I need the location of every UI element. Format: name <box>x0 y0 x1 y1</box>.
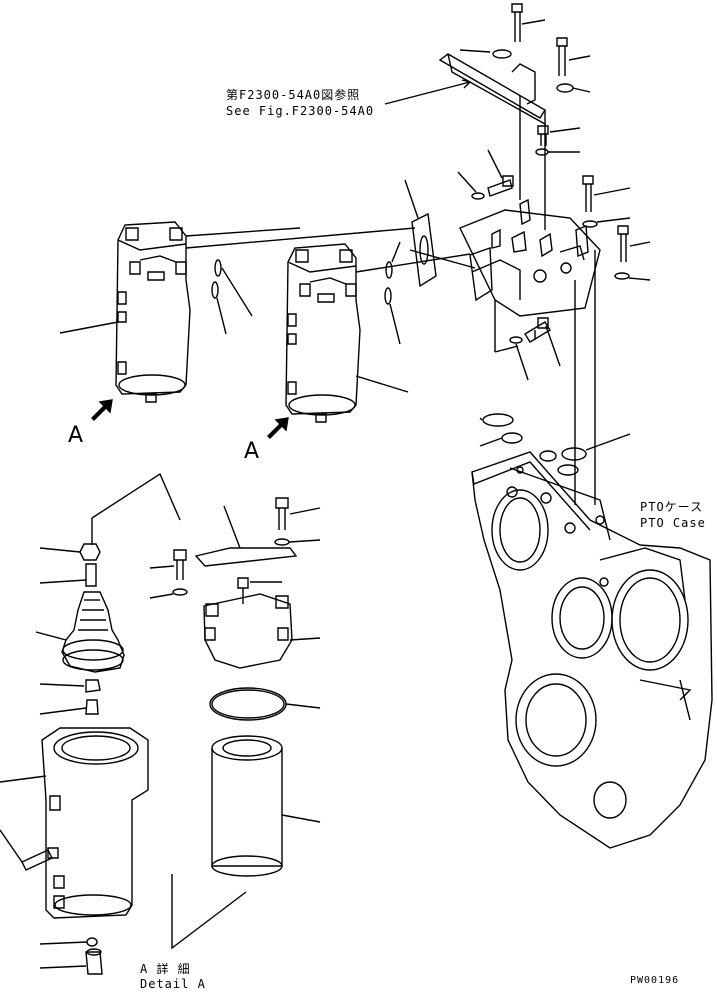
o-ring-1b <box>212 282 226 334</box>
seal-4 <box>562 448 586 460</box>
seal-1 <box>480 414 513 426</box>
filter-head-manifold <box>460 200 600 316</box>
seal-3 <box>540 451 556 461</box>
view-marker-a-1: A <box>68 423 84 448</box>
detail-bottom-washer <box>40 938 97 946</box>
reference-label-en: See Fig.F2300-54A0 <box>226 104 375 118</box>
pto-case <box>472 452 712 848</box>
detail-nut-2 <box>40 680 100 692</box>
detail-filter-case <box>0 728 148 918</box>
detail-a-bracket <box>172 874 246 948</box>
detail-cover-bracket <box>196 506 296 566</box>
seal-2 <box>480 433 522 446</box>
reference-label-jp: 第F2300-54A0図参照 <box>226 88 361 102</box>
filter-assembly-1 <box>60 222 190 402</box>
detail-filter-element <box>212 736 320 876</box>
pto-case-label-jp: PTOケース <box>640 500 704 514</box>
mounting-bracket <box>440 54 545 230</box>
o-ring-2b <box>385 288 400 344</box>
detail-a-label-en: Detail A <box>140 977 206 991</box>
top-bolt-1 <box>512 4 545 42</box>
view-marker-a-2: A <box>244 439 260 464</box>
right-bolt-2 <box>618 226 650 262</box>
o-ring-2a <box>386 242 400 278</box>
small-bolt-1 <box>538 126 580 146</box>
detail-relief-valve <box>36 592 124 672</box>
middle-bolt-2 <box>525 318 560 366</box>
detail-drain-plug <box>40 949 102 974</box>
detail-nut-1 <box>40 544 100 560</box>
detail-bolt-side <box>0 830 58 870</box>
top-bolt-2 <box>557 38 590 76</box>
right-washer-2 <box>615 273 650 280</box>
filter-assembly-2 <box>286 244 408 422</box>
detail-bolt-1 <box>276 498 320 530</box>
right-washer-1 <box>583 218 630 227</box>
seal-5 <box>558 465 578 475</box>
detail-filter-cover <box>204 578 320 668</box>
middle-washer-2 <box>510 337 528 380</box>
drawing-code: PW00196 <box>630 975 680 986</box>
middle-washer-1 <box>458 172 484 199</box>
gasket-plate <box>405 180 436 286</box>
detail-washer-1 <box>275 539 320 545</box>
arrow-marker-1 <box>92 400 112 420</box>
detail-o-ring <box>210 688 320 720</box>
detail-bracket-line <box>92 474 180 520</box>
right-bolt-1 <box>583 176 630 212</box>
small-washer-1 <box>536 149 580 155</box>
reference-leader <box>385 80 470 104</box>
top-washer-1 <box>460 50 511 58</box>
detail-bolt-2 <box>150 550 186 580</box>
o-ring-1a <box>215 260 252 316</box>
detail-plug <box>40 700 98 714</box>
top-washer-2 <box>557 84 590 92</box>
detail-stud <box>40 564 96 586</box>
pto-case-label-en: PTO Case <box>640 516 706 530</box>
detail-a-label-jp: A 詳 細 <box>140 962 191 976</box>
arrow-marker-2 <box>268 418 288 438</box>
middle-bolt-1 <box>488 150 513 196</box>
detail-washer-2 <box>150 589 187 598</box>
